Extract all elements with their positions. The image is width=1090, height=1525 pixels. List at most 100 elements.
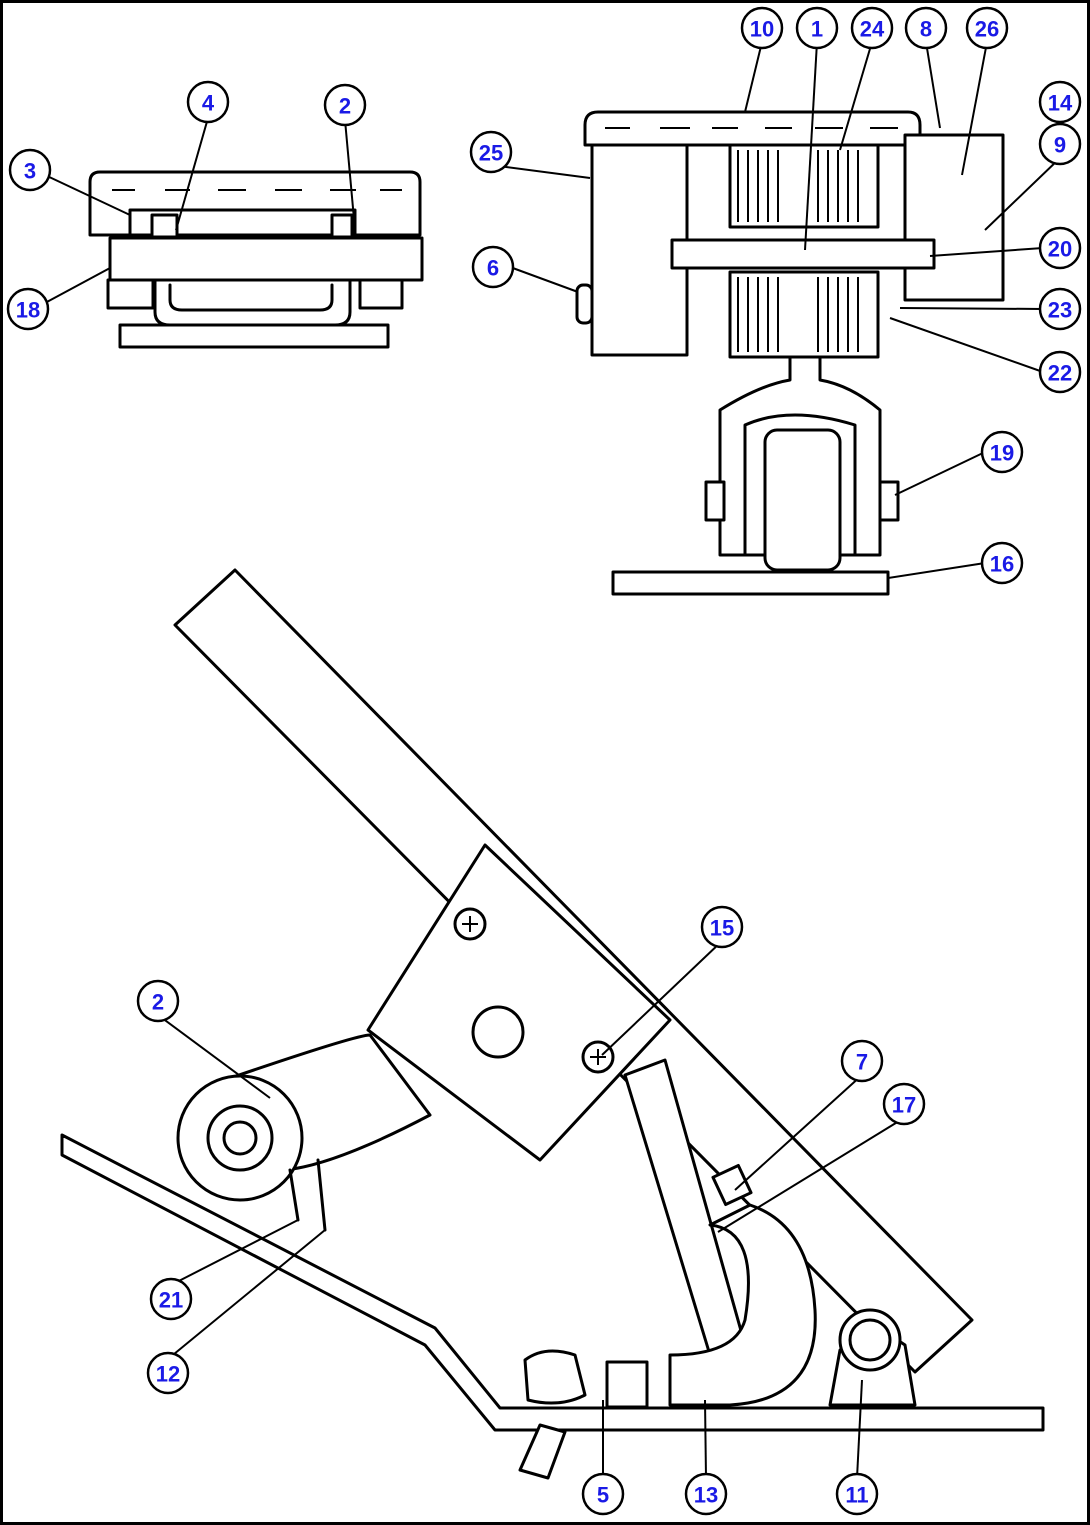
callout-label: 22 [1048, 361, 1072, 386]
end-view-spring-clip [150, 213, 179, 239]
callout-label: 24 [860, 17, 885, 42]
section-view-shaft [670, 238, 936, 270]
callout-15: 15 [700, 905, 744, 949]
callout-circle [1038, 122, 1082, 166]
callout-circle [684, 1472, 728, 1516]
side-view-screw-upper-cross [462, 916, 478, 932]
section-view-cap-6 [575, 283, 594, 325]
side-view-roller-11-inner [848, 1318, 892, 1362]
callout-circle [581, 1472, 625, 1516]
section-view-housing-cover [583, 110, 922, 147]
callout-circle [965, 6, 1009, 50]
callout-label: 15 [710, 916, 734, 941]
side-view-bracket-hole [471, 1005, 525, 1059]
section-view-base-plate [611, 570, 890, 596]
section-view-pin-left [704, 480, 726, 522]
callout-label: 16 [990, 552, 1014, 577]
callout-circle [840, 1039, 884, 1083]
end-view-left-block [106, 278, 155, 310]
callout-13: 13 [684, 1472, 728, 1516]
callout-6: 6 [471, 245, 515, 289]
section-view-roller [763, 428, 842, 572]
callout-circle [1038, 287, 1082, 331]
callout-circle [882, 1082, 926, 1126]
callout-label: 7 [856, 1050, 868, 1075]
callout-label: 17 [892, 1093, 916, 1118]
callout-label: 18 [16, 298, 40, 323]
callout-circle [980, 430, 1024, 474]
leader-lines [44, 41, 1061, 1479]
callout-label: 21 [159, 1288, 183, 1313]
callout-18: 18 [6, 287, 50, 331]
callout-circle [1038, 80, 1082, 124]
section-view-assembly [575, 110, 1005, 596]
callout-label: 13 [694, 1483, 718, 1508]
callout-group: 1223456789101112131415161718192021222324… [6, 6, 1082, 1516]
callout-circle [700, 905, 744, 949]
callout-26: 26 [965, 6, 1009, 50]
section-view-fork-inner [743, 413, 857, 557]
callout-label: 9 [1054, 133, 1066, 158]
callout-label: 14 [1048, 91, 1073, 116]
callout-label: 4 [202, 91, 215, 116]
callout-label: 2 [339, 94, 351, 119]
section-view-right-housing [903, 133, 1005, 302]
side-view-assembly [60, 568, 1045, 1480]
callout-circle [835, 1472, 879, 1516]
callout-circle [1038, 350, 1082, 394]
callout-1: 1 [795, 6, 839, 50]
callout-label: 1 [811, 17, 823, 42]
callout-label: 19 [990, 441, 1014, 466]
side-view-clip-7 [711, 1163, 753, 1207]
section-view-spring-lower [728, 270, 880, 359]
callout-11: 11 [835, 1472, 879, 1516]
side-view-link-21 [288, 1168, 300, 1222]
side-view-clip-5 [605, 1360, 649, 1409]
callout-label: 2 [152, 990, 164, 1015]
callout-circle [740, 6, 784, 50]
section-view-pin-right [878, 480, 900, 522]
callout-25: 25 [469, 130, 513, 174]
callout-circle [471, 245, 515, 289]
callout-label: 11 [845, 1483, 868, 1508]
callout-8: 8 [904, 6, 948, 50]
callout-3: 3 [8, 148, 52, 192]
end-view-base-plate [118, 323, 390, 349]
side-view-floor-plate [60, 1133, 1045, 1432]
callout-circle [149, 1277, 193, 1321]
callout-label: 5 [597, 1483, 609, 1508]
callout-12: 12 [146, 1351, 190, 1395]
callout-label: 10 [750, 17, 774, 42]
callout-circle [136, 979, 180, 1023]
callout-5: 5 [581, 1472, 625, 1516]
side-view-spring-blob [523, 1349, 587, 1405]
callout-circle [323, 83, 367, 127]
callout-label: 3 [24, 159, 36, 184]
callout-4: 4 [186, 80, 230, 124]
callout-24: 24 [850, 6, 894, 50]
callout-circle [6, 287, 50, 331]
callout-19: 19 [980, 430, 1024, 474]
callout-circle [904, 6, 948, 50]
section-view-spring-upper [728, 143, 880, 229]
callout-2: 2 [136, 979, 180, 1023]
end-view-right-block [358, 278, 404, 310]
callout-circle [980, 541, 1024, 585]
callout-label: 12 [156, 1362, 180, 1387]
callout-label: 8 [920, 17, 932, 42]
callout-label: 26 [975, 17, 999, 42]
callout-circle [8, 148, 52, 192]
callout-22: 22 [1038, 350, 1082, 394]
callout-10: 10 [740, 6, 784, 50]
callout-9: 9 [1038, 122, 1082, 166]
callout-16: 16 [980, 541, 1024, 585]
side-view-link-12 [316, 1158, 327, 1232]
callout-23: 23 [1038, 287, 1082, 331]
callout-circle [469, 130, 513, 174]
callout-2: 2 [323, 83, 367, 127]
side-view-screw-15-cross [590, 1049, 606, 1065]
callout-7: 7 [840, 1039, 884, 1083]
end-view-assembly [88, 170, 424, 349]
